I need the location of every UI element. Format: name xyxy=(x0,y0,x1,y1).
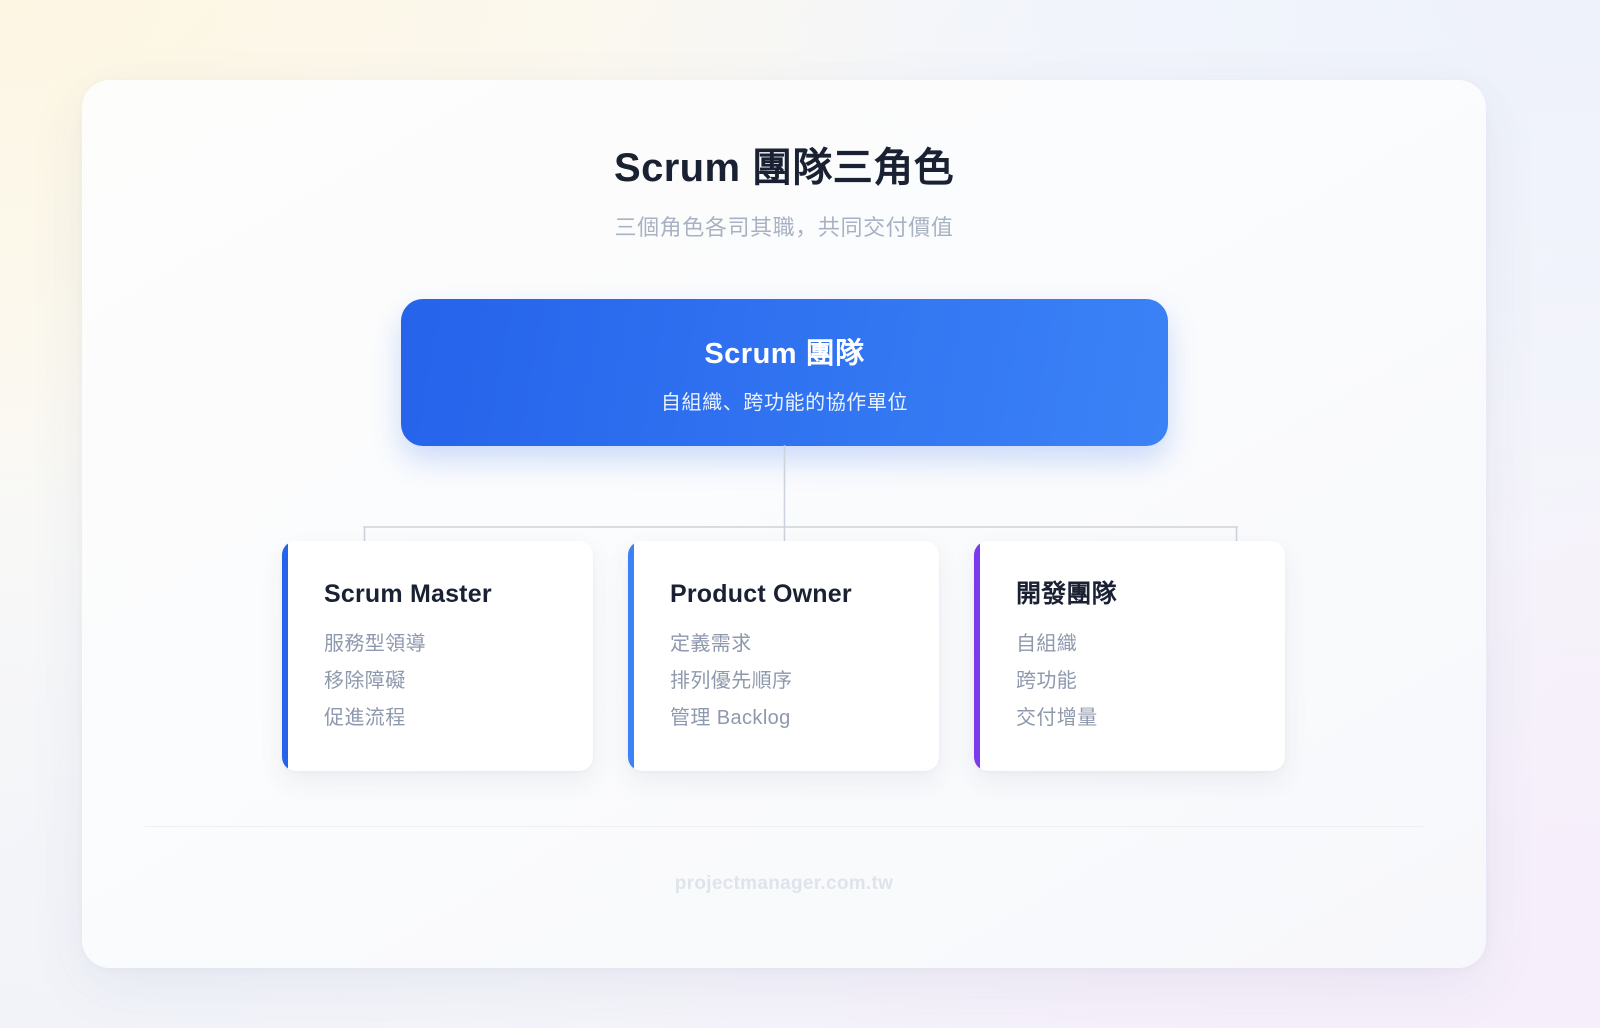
role-point: 跨功能 xyxy=(1016,670,1078,692)
header: Scrum 團隊三角色 三個角色各司其職，共同交付價值 xyxy=(82,80,1486,242)
role-point: 定義需求 xyxy=(670,633,752,655)
role-point-list: 服務型領導 移除障礙 促進流程 xyxy=(324,626,593,737)
scrum-team-hero-card: Scrum 團隊 自組織、跨功能的協作單位 xyxy=(401,299,1168,446)
role-title: 開發團隊 xyxy=(1016,580,1117,608)
role-point: 交付增量 xyxy=(1016,707,1098,729)
accent-bar xyxy=(282,541,288,771)
role-point: 促進流程 xyxy=(324,707,406,729)
role-point-list: 定義需求 排列優先順序 管理 Backlog xyxy=(670,626,939,737)
role-point-list: 自組織 跨功能 交付增量 xyxy=(1016,626,1285,737)
footer-divider xyxy=(145,826,1423,827)
role-card-development-team: 開發團隊 自組織 跨功能 交付增量 xyxy=(974,541,1285,771)
page-title: Scrum 團隊三角色 xyxy=(613,146,954,190)
role-point: 排列優先順序 xyxy=(670,670,793,692)
page-subtitle: 三個角色各司其職，共同交付價值 xyxy=(614,215,954,240)
accent-bar xyxy=(974,541,980,771)
role-card-list: Scrum Master 服務型領導 移除障礙 促進流程 Product Own… xyxy=(282,541,1286,771)
role-card-scrum-master: Scrum Master 服務型領導 移除障礙 促進流程 xyxy=(282,541,593,771)
role-title: Scrum Master xyxy=(324,580,492,608)
hero-title: Scrum 團隊 xyxy=(704,338,865,370)
role-title: Product Owner xyxy=(670,580,852,608)
role-point: 自組織 xyxy=(1016,633,1078,655)
role-point: 服務型領導 xyxy=(324,633,426,655)
diagram-panel: Scrum 團隊三角色 三個角色各司其職，共同交付價值 Scrum 團隊 自組織… xyxy=(82,80,1486,968)
role-point: 移除障礙 xyxy=(324,670,406,692)
role-card-product-owner: Product Owner 定義需求 排列優先順序 管理 Backlog xyxy=(628,541,939,771)
hero-subtitle: 自組織、跨功能的協作單位 xyxy=(660,392,909,414)
accent-bar xyxy=(628,541,634,771)
role-point: 管理 Backlog xyxy=(670,707,791,729)
footer-site-label: projectmanager.com.tw xyxy=(674,873,894,894)
